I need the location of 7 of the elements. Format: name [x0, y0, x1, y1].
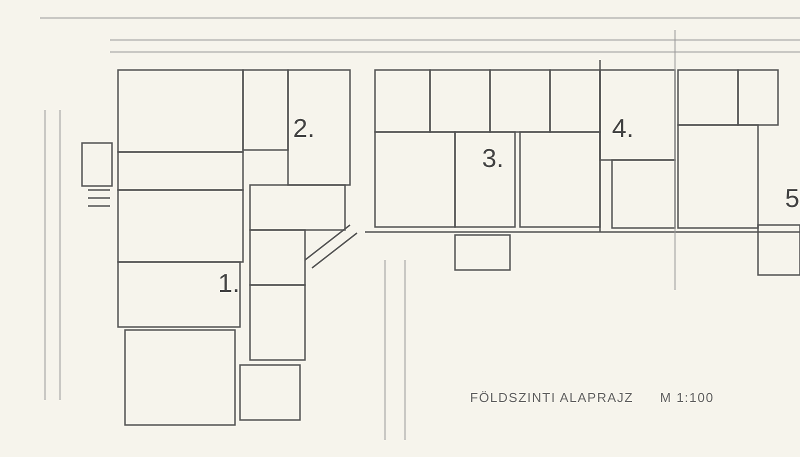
unit-number: 5 — [785, 185, 800, 211]
unit-number: 4. — [612, 115, 634, 141]
unit-number: 2. — [293, 115, 315, 141]
unit-number: 3. — [482, 145, 504, 171]
scale-label: M 1:100 — [660, 390, 714, 405]
unit-number: 1. — [218, 270, 240, 296]
plan-title: FÖLDSZINTI ALAPRAJZ — [470, 390, 634, 405]
